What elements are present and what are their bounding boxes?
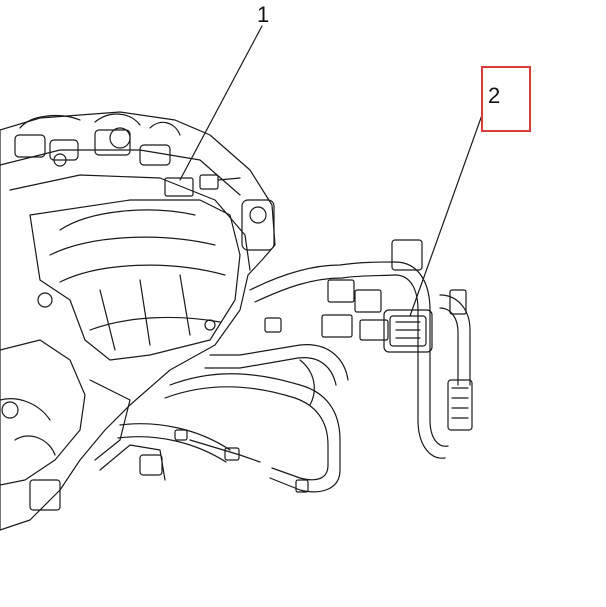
harness-connector-module	[383, 309, 433, 353]
callout-label-2: 2	[488, 83, 501, 108]
wiring-harness	[117, 261, 471, 493]
engine-block	[0, 111, 276, 531]
callout-highlight-box	[481, 66, 531, 132]
leader-line-2	[409, 114, 483, 317]
callout-label-1: 1	[257, 2, 270, 27]
harness-connectors	[174, 239, 473, 493]
leader-line-1	[179, 25, 263, 181]
engine-harness-connector	[164, 174, 241, 197]
